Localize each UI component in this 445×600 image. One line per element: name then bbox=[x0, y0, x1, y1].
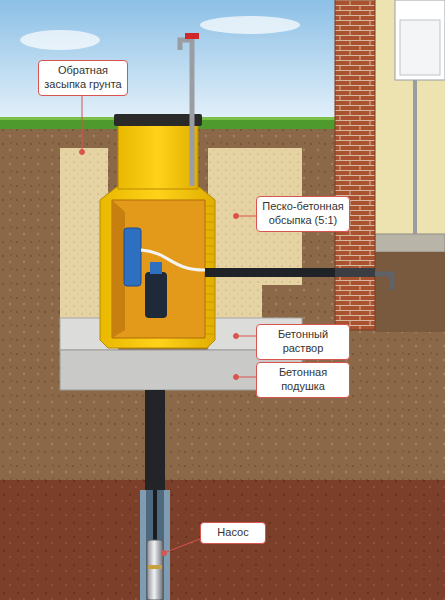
leader-dot bbox=[80, 150, 85, 155]
cutaway-wall bbox=[112, 200, 125, 338]
pump-band bbox=[148, 565, 162, 569]
leader-dot bbox=[234, 375, 239, 380]
valve-handle bbox=[185, 33, 199, 39]
callout-box: Песко-бетонная обсыпка (5:1) bbox=[256, 196, 350, 232]
basement bbox=[375, 252, 445, 332]
house-pipe bbox=[413, 80, 417, 234]
brick-wall bbox=[335, 0, 375, 330]
callout-box: Бетонная подушка bbox=[256, 362, 350, 398]
pump-cable bbox=[153, 490, 157, 540]
callout-label: Насос bbox=[206, 526, 260, 540]
leader-dot bbox=[234, 334, 239, 339]
sand-concrete-fill bbox=[208, 148, 302, 318]
leader-dot bbox=[234, 214, 239, 219]
supply-pipe-in-wall bbox=[335, 268, 375, 277]
callout-label: Бетонная подушка bbox=[262, 366, 344, 394]
pressure-tank bbox=[124, 228, 141, 286]
well-pipe bbox=[145, 390, 165, 490]
callout-box: Бетонный раствор bbox=[256, 324, 350, 360]
floor-slab bbox=[375, 234, 445, 252]
caisson-body bbox=[100, 186, 215, 348]
caisson-lid bbox=[114, 114, 202, 126]
callout-box: Насос bbox=[200, 522, 266, 544]
house-interior bbox=[375, 0, 445, 234]
caisson-neck bbox=[118, 125, 198, 189]
callout-label: Песко-бетонная обсыпка (5:1) bbox=[262, 200, 344, 228]
casing-inner bbox=[146, 490, 164, 600]
callout-label: Бетонный раствор bbox=[262, 328, 344, 356]
well-casing bbox=[140, 490, 170, 600]
callout-label: Обратная засыпка грунта bbox=[44, 64, 122, 92]
basement-pipe bbox=[375, 274, 392, 290]
sink-cabinet bbox=[395, 0, 445, 80]
cloud bbox=[20, 30, 100, 50]
caisson-cutaway bbox=[112, 200, 205, 338]
vent-pipe bbox=[180, 40, 192, 186]
submersible-pump bbox=[147, 540, 163, 600]
cabinet-door bbox=[400, 20, 440, 75]
supply-pipe bbox=[205, 268, 335, 277]
tank-fitting bbox=[150, 262, 162, 274]
callout-box: Обратная засыпка грунта bbox=[38, 60, 128, 96]
clay-layer bbox=[0, 480, 445, 600]
leader-dot bbox=[162, 551, 167, 556]
cloud bbox=[200, 16, 300, 34]
hose bbox=[141, 250, 205, 270]
leaders bbox=[80, 80, 301, 556]
pressure-switch bbox=[145, 272, 167, 318]
